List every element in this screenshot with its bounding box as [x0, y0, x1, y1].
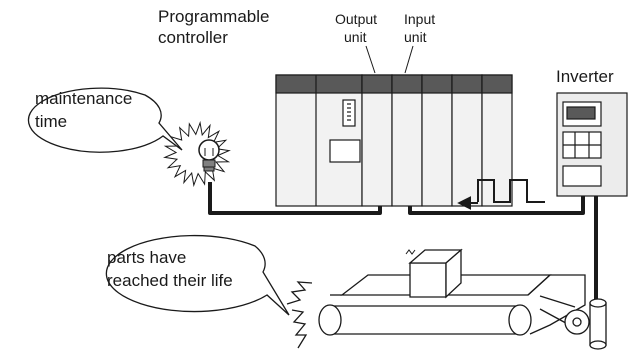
- lamp-glow-burst: [162, 120, 231, 188]
- box-vibration-mark: [405, 249, 416, 255]
- plc-input-unit: [391, 74, 423, 207]
- conveyor-belt-front: [329, 305, 521, 335]
- lamp-bulb: [198, 139, 220, 161]
- bubble-top-shape: [27, 87, 183, 153]
- plc-cpu-indicator: [342, 99, 356, 127]
- bubble-top-text-line1: maintenance: [35, 89, 133, 108]
- conveyor-roller-left: [318, 304, 342, 336]
- input-unit-leader: [404, 45, 414, 74]
- plc-module-4: [421, 74, 453, 207]
- plc-module-6: [481, 74, 513, 207]
- plc-label-line2: controller: [158, 28, 228, 47]
- inverter-label: Inverter: [556, 67, 614, 86]
- plc-label-line1: Programmable: [158, 7, 270, 26]
- output-unit-label-line1: Output: [335, 11, 378, 27]
- bubble-bottom-text-line2: reached their life: [107, 271, 233, 290]
- impact-burst-upper: [286, 281, 313, 305]
- pulse-signal: [477, 179, 545, 203]
- input-unit-label-line2: unit: [404, 29, 427, 45]
- plc-rack: [275, 74, 513, 207]
- bubble-bottom-text-line1: parts have: [107, 248, 187, 267]
- bubble-top-text-line2: time: [35, 112, 68, 131]
- plc-output-unit: [361, 74, 393, 207]
- bubble-bottom-shape: [105, 234, 290, 316]
- motor: [539, 295, 607, 350]
- conveyor: [318, 274, 586, 336]
- output-unit-leader: [365, 45, 376, 74]
- plc-cpu-top-band: [275, 74, 363, 94]
- cargo-box: [405, 248, 463, 299]
- plc-cpu-slot: [329, 139, 361, 163]
- impact-burst-lower: [291, 309, 308, 349]
- lamp-base: [202, 159, 216, 168]
- lamp: [162, 120, 231, 188]
- output-to-lamp-cable: [208, 182, 382, 215]
- inverter: [556, 92, 628, 197]
- motor-body: [589, 302, 607, 346]
- input-to-inverter-cable: [408, 196, 585, 215]
- input-unit-label-line1: Input: [404, 11, 436, 27]
- output-unit-label-line2: unit: [344, 29, 367, 45]
- conveyor-roller-right: [508, 304, 532, 336]
